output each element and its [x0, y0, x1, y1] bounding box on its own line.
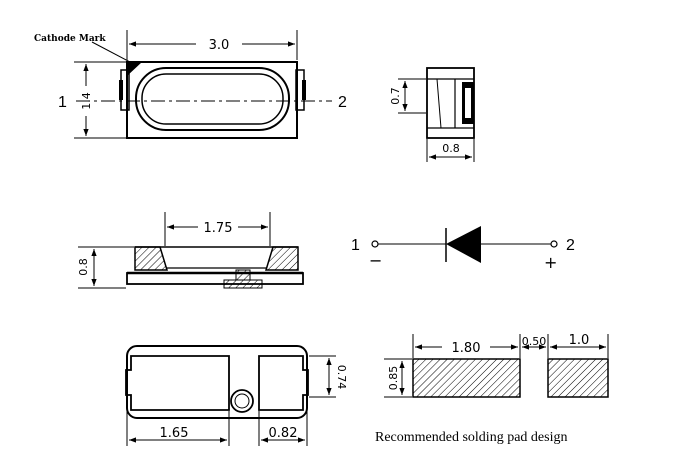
- pad-large-width-label: 1.80: [452, 341, 481, 356]
- symbol-pin-1-label: 1: [351, 237, 360, 254]
- top-pin-1-label: 1: [58, 94, 67, 111]
- diode-triangle-icon: [446, 226, 481, 263]
- front-view: 1.75 0.8: [77, 212, 304, 289]
- pad-small: [547, 358, 609, 398]
- width-dim-label: 1.4: [80, 92, 93, 110]
- cathode-terminal-icon: [550, 240, 558, 248]
- front-view-body: [126, 246, 304, 289]
- bottom-view-body: [125, 345, 309, 419]
- side-width-dim-label: 0.8: [442, 142, 460, 155]
- minus-sign: −: [369, 251, 382, 270]
- symbol-pin-2-label: 2: [566, 237, 575, 254]
- pad-large: [412, 358, 521, 398]
- pad-design: 1.80 0.50 1.0 0.85 Recommended solding p…: [375, 333, 609, 445]
- pad-small-width-label: 1.0: [569, 333, 590, 348]
- diode-symbol: 1 2 − +: [351, 226, 575, 272]
- bottom-pad-left-dim-label: 1.65: [160, 426, 189, 441]
- bottom-pad-height-dim-label: 0.74: [335, 365, 348, 390]
- top-view-body: [76, 61, 332, 139]
- pad-height-label: 0.85: [387, 366, 400, 391]
- anode-terminal-icon: [371, 240, 379, 248]
- side-view: 0.7 0.8: [389, 67, 475, 162]
- side-view-body: [426, 67, 475, 139]
- front-opening-dim-label: 1.75: [204, 221, 233, 236]
- top-view: Cathode Mark 3.0 1.4 1 2: [34, 30, 347, 139]
- length-dim-label: 3.0: [209, 38, 230, 53]
- top-pin-2-label: 2: [338, 94, 347, 111]
- side-height-dim-label: 0.7: [389, 87, 402, 105]
- cathode-leader: [91, 41, 131, 63]
- bottom-pad-right-dim-label: 0.82: [269, 426, 298, 441]
- cathode-mark-label: Cathode Mark: [34, 34, 106, 44]
- bottom-view: 1.65 0.82 0.74: [125, 345, 348, 446]
- gap-width-label: 0.50: [522, 335, 547, 348]
- plus-sign: +: [544, 253, 557, 272]
- pad-design-caption: Recommended solding pad design: [375, 430, 567, 445]
- front-height-dim-label: 0.8: [77, 258, 90, 276]
